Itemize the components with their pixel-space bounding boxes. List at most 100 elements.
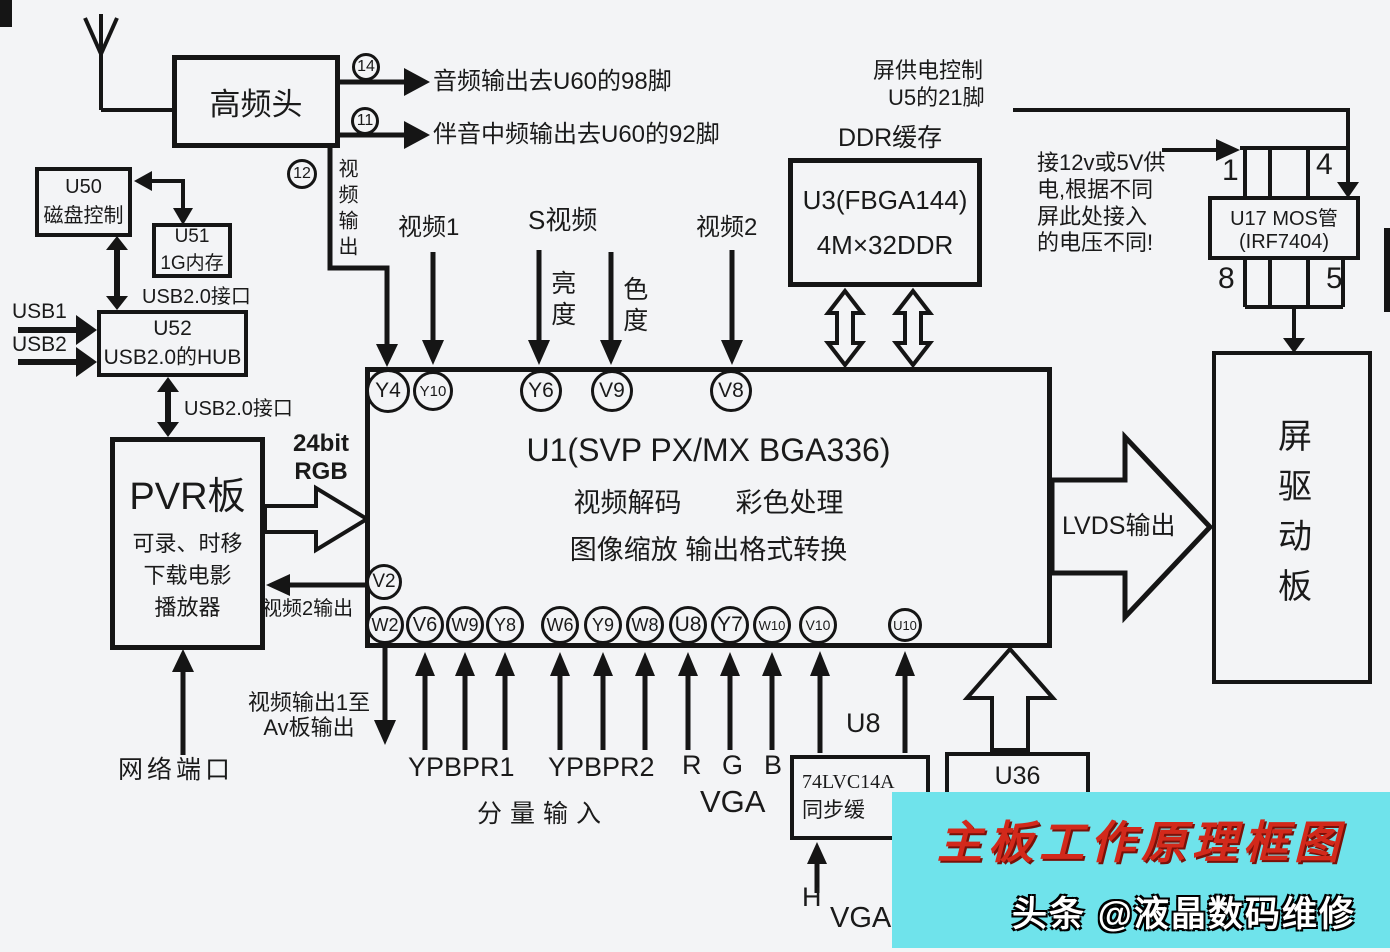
lvds-label: LVDS输出 xyxy=(1062,512,1176,540)
panel-power-label-1: 屏供电控制 xyxy=(873,58,984,83)
u1-pin-v8: V8 xyxy=(710,370,752,412)
video1-label: 视频1 xyxy=(398,214,460,241)
u8-label: U8 xyxy=(846,708,881,738)
u17-pin5-label: 5 xyxy=(1326,262,1343,295)
u51-box: U51 1G内存 xyxy=(152,223,232,278)
u1-pin-v6: V6 xyxy=(406,606,444,644)
panel-power-label-2: U5的21脚 xyxy=(888,85,985,110)
u50-desc: 磁盘控制 xyxy=(43,205,124,227)
u17-box: U17 MOS管 (IRF7404) xyxy=(1208,196,1360,260)
u50-name: U50 xyxy=(65,176,102,198)
tuner-label: 高频头 xyxy=(209,87,303,122)
tuner-pin-11: 11 xyxy=(351,107,379,135)
usb-if-mid-label: USB2.0接口 xyxy=(184,398,293,420)
ypbpr1-label: YPBPR1 xyxy=(408,752,515,782)
video2-out-label: 视频2输出 xyxy=(262,598,354,620)
u1-title: U1(SVP PX/MX BGA336) xyxy=(526,432,891,468)
u17-pin1-label: 1 xyxy=(1222,154,1239,187)
arrow-network xyxy=(172,649,194,672)
chroma-label: 色度 xyxy=(619,276,648,338)
u1-pin-y6: Y6 xyxy=(520,370,562,412)
tuner-box: 高频头 xyxy=(172,55,340,148)
pvr-line2: 可录、时移 xyxy=(132,531,243,556)
ddr-label: DDR缓存 xyxy=(838,124,943,152)
b-label: B xyxy=(764,750,783,780)
arrow-ddr-bus-1 xyxy=(823,287,867,369)
watermark-title: 主板工作原理框图 xyxy=(936,817,1345,868)
u1-pin-w6: W6 xyxy=(541,606,579,644)
tuner-pin-12: 12 xyxy=(287,159,317,189)
audio-out-label: 音频输出去U60的98脚 xyxy=(433,68,672,95)
usb2-label: USB2 xyxy=(12,333,67,356)
h-label: H xyxy=(802,882,822,912)
u1-pin-v9: V9 xyxy=(591,370,633,412)
pvr-line4: 播放器 xyxy=(154,595,221,620)
arrow-usb1 xyxy=(76,315,97,345)
arrow-h-sync xyxy=(807,842,827,864)
video2-label: 视频2 xyxy=(696,214,758,241)
edge-fragment xyxy=(1384,228,1390,312)
u1-line2: 视频解码 彩色处理 xyxy=(573,488,844,518)
u1-pin-v2: V2 xyxy=(366,564,402,600)
arrow-to-pin4 xyxy=(1337,182,1359,198)
ypbpr2-label: YPBPR2 xyxy=(548,752,655,782)
arrow-to-panel-driver xyxy=(1283,338,1305,353)
vga2-label: VGA xyxy=(830,902,892,934)
r-label: R xyxy=(682,750,702,780)
u17-pin8-label: 8 xyxy=(1218,262,1235,295)
arrow-lvds xyxy=(1049,430,1214,624)
panel-driver-label: 屏驱动板 xyxy=(1272,417,1311,618)
u1-pin-y10: Y10 xyxy=(413,371,453,411)
panel-driver-box: 屏驱动板 xyxy=(1212,351,1372,684)
usb-if-top-label: USB2.0接口 xyxy=(142,286,251,308)
usb1-label: USB1 xyxy=(12,300,67,323)
arrow-video-to-y4 xyxy=(376,344,398,367)
u51-name: U51 xyxy=(174,226,210,247)
arrow-audio-out xyxy=(404,68,430,96)
pvr-line3: 下载电影 xyxy=(143,563,232,588)
arrow-24bit-rgb xyxy=(263,484,371,554)
u8-chip-desc: 同步缓 xyxy=(802,799,865,822)
arrow-to-pin1 xyxy=(1216,139,1240,161)
u1-pin-w2: W2 xyxy=(366,606,404,644)
tuner-pin-14: 14 xyxy=(352,53,380,81)
u1-pin-u10: U10 xyxy=(888,608,922,642)
arrow-video2-out xyxy=(266,574,290,596)
arrow-sif-out xyxy=(404,121,430,149)
arrow-usb2 xyxy=(76,347,97,377)
video-out-vertical-label: 视频输出 xyxy=(335,158,357,262)
u1-box: U1(SVP PX/MX BGA336) 视频解码 彩色处理 图像缩放 输出格式… xyxy=(365,367,1052,648)
arrow-ddr-bus-2 xyxy=(891,287,935,369)
arrow-av-out xyxy=(374,720,396,745)
u1-pin-u8: U8 xyxy=(669,606,707,644)
u1-pin-w9: W9 xyxy=(446,606,484,644)
pvr-box: PVR板 可录、时移 下载电影 播放器 xyxy=(110,437,265,650)
u8-chip-part: 74LVC14A xyxy=(802,771,895,793)
u51-desc: 1G内存 xyxy=(160,253,224,274)
u52-desc: USB2.0的HUB xyxy=(103,345,242,369)
u52-box: U52 USB2.0的HUB xyxy=(97,310,248,377)
vga-label: VGA xyxy=(700,784,766,819)
u3-box: U3(FBGA144) 4M×32DDR xyxy=(788,158,982,287)
g-label: G xyxy=(722,750,744,780)
svideo-label: S视频 xyxy=(528,205,598,235)
u1-pin-y8: Y8 xyxy=(486,606,524,644)
network-port-label: 网络端口 xyxy=(118,756,235,784)
u17-pin4-label: 4 xyxy=(1316,148,1333,181)
u52-name: U52 xyxy=(153,316,192,340)
u1-line3: 图像缩放 输出格式转换 xyxy=(569,535,848,565)
u50-box: U50 磁盘控制 xyxy=(35,167,132,237)
sif-out-label: 伴音中频输出去U60的92脚 xyxy=(433,121,720,148)
u36-name: U36 xyxy=(994,762,1041,790)
component-input-label: 分量输入 xyxy=(477,800,610,828)
u1-pin-y4: Y4 xyxy=(366,369,410,413)
u17-part: (IRF7404) xyxy=(1238,231,1330,253)
corner-mark xyxy=(0,0,12,27)
watermark-banner: 主板工作原理框图 头条 @液晶数码维修 xyxy=(892,792,1390,948)
watermark-credit: 头条 @液晶数码维修 xyxy=(1012,895,1356,934)
u1-pin-w10: W10 xyxy=(753,606,791,644)
pvr-title: PVR板 xyxy=(129,476,246,518)
